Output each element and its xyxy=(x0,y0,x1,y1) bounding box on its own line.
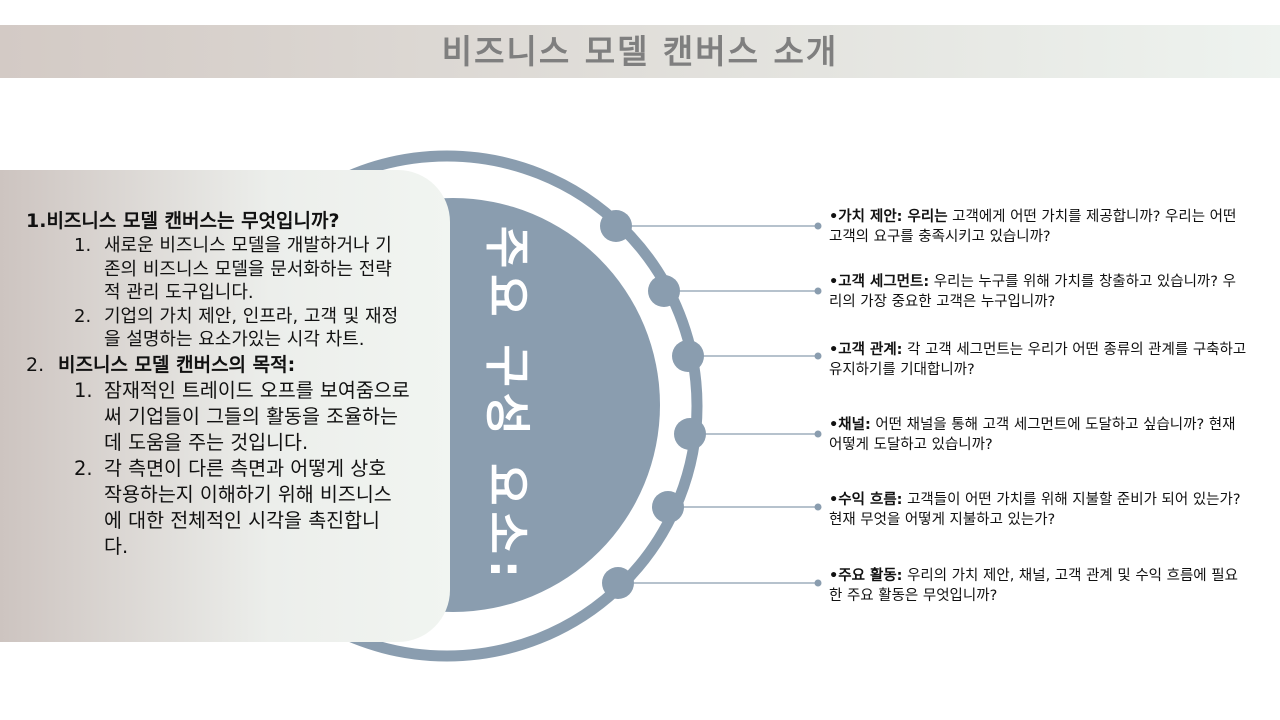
connector-end-dot xyxy=(814,430,822,438)
circle-label: 주요 구성 요소: xyxy=(480,225,534,585)
component-item: •고객 관계: 각 고객 세그먼트는 우리가 어떤 종류의 관계를 구축하고 유… xyxy=(829,342,1247,378)
section-heading: 2.비즈니스 모델 캔버스의 목적: xyxy=(26,353,296,376)
ring-node xyxy=(672,340,704,372)
info-panel: 1.비즈니스 모델 캔버스는 무엇입니까? 1.새로운 비즈니스 모델을 개발하… xyxy=(0,170,450,642)
connector-end-dot xyxy=(814,503,822,511)
title-bar: 비즈니스 모델 캔버스 소개 xyxy=(0,25,1280,78)
connector-end-dot xyxy=(814,579,822,587)
connector-end-dot xyxy=(814,222,822,230)
ring-node xyxy=(674,418,706,450)
connector-end-dot xyxy=(814,352,822,360)
component-item: •수익 흐름: 고객들이 어떤 가치를 위해 지불할 준비가 되어 있는가? 현… xyxy=(829,492,1241,528)
ring-node xyxy=(602,567,634,599)
ring-node xyxy=(652,491,684,523)
list-item: 2.각 측면이 다른 측면과 어떻게 상호 작용하는지 이해하기 위해 비즈니스… xyxy=(74,456,392,558)
section-heading: 1.비즈니스 모델 캔버스는 무엇입니까? xyxy=(26,210,340,232)
ring-node xyxy=(648,275,680,307)
list-item: 2.기업의 가치 제안, 인프라, 고객 및 재정을 설명하는 요소가있는 시각… xyxy=(74,305,399,351)
list-item: 1.새로운 비즈니스 모델을 개발하거나 기존의 비즈니스 모델을 문서화하는 … xyxy=(74,235,392,303)
component-item: •채널: 어떤 채널을 통해 고객 세그먼트에 도달하고 싶습니까? 현재 어떻… xyxy=(829,417,1236,453)
connector-end-dot xyxy=(814,287,822,295)
component-item: •가치 제안: 우리는 고객에게 어떤 가치를 제공합니까? 우리는 어떤 고객… xyxy=(829,209,1237,245)
component-item: •고객 세그먼트: 우리는 누구를 위해 가치를 창출하고 있습니까? 우리의 … xyxy=(829,274,1236,310)
slide-title: 비즈니스 모델 캔버스 소개 xyxy=(441,32,839,71)
component-item: •주요 활동: 우리의 가치 제안, 채널, 고객 관계 및 수익 흐름에 필요… xyxy=(829,568,1238,604)
ring-node xyxy=(600,210,632,242)
list-item: 1.잠재적인 트레이드 오프를 보여줌으로써 기업들이 그들의 활동을 조율하는… xyxy=(74,378,410,454)
